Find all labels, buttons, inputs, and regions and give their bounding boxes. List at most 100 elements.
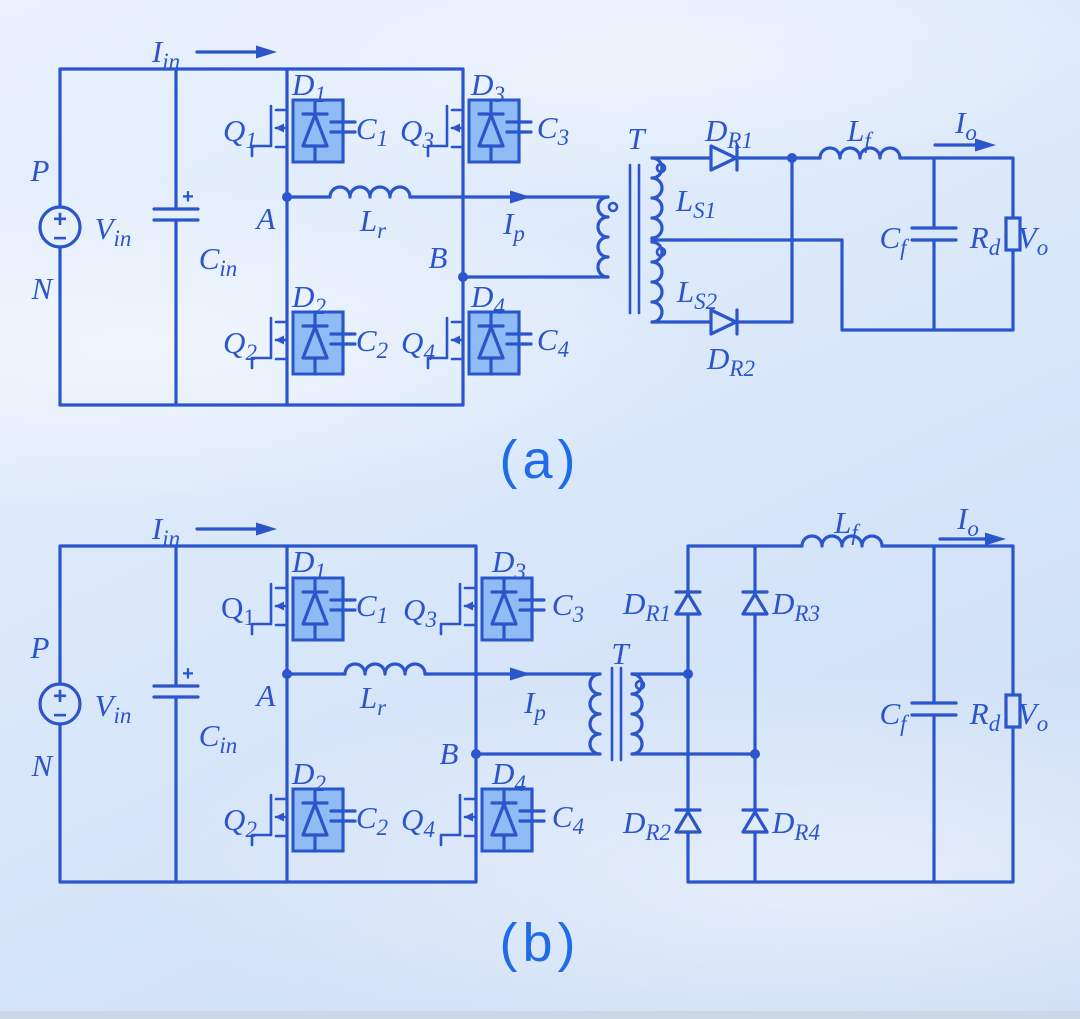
label-iin: Iin — [151, 511, 180, 551]
switch-cell-q2-b — [250, 787, 357, 853]
label-vo: Vo — [1018, 696, 1048, 736]
switch-cell-q3-b — [439, 576, 546, 642]
primary-winding — [596, 195, 610, 279]
label-dr2: DR2 — [622, 805, 671, 845]
label-ls2: LS2 — [676, 274, 717, 314]
resonant-inductor-lr — [343, 662, 427, 676]
voltage-source-a: + − — [38, 205, 82, 252]
label-io: Io — [954, 105, 977, 145]
iin-arrow-icon — [256, 45, 277, 59]
cin-polarity-plus: + — [182, 186, 194, 208]
rectified-node-dot — [787, 153, 797, 163]
label-q4: Q4 — [401, 325, 435, 365]
label-q4: Q4 — [401, 802, 435, 842]
io-arrow-icon — [985, 532, 1006, 546]
rectifier-diode-dr2 — [674, 808, 702, 834]
label-lf: Lf — [846, 113, 874, 153]
label-iin: Iin — [151, 34, 180, 74]
rectifier-diode-dr4 — [741, 808, 769, 834]
node-a-dot — [282, 192, 292, 202]
source-plus-sign: + — [53, 206, 67, 233]
label-q3: Q3 — [403, 592, 437, 632]
diode-triangle — [741, 810, 769, 834]
ip-arrow-icon — [510, 190, 531, 204]
label-q1: Q1 — [221, 590, 255, 630]
transformer-a — [596, 156, 667, 324]
switch-cell-q2-a — [250, 310, 357, 376]
secondary-top-node-dot — [683, 669, 693, 679]
source-minus-sign: − — [53, 702, 67, 729]
label-cin: Cin — [199, 241, 238, 281]
label-c3: C3 — [552, 587, 584, 627]
source-plus-sign: + — [53, 683, 67, 710]
secondary-phase-dot-icon — [634, 679, 646, 691]
diode-triangle — [674, 592, 702, 616]
wiring-a — [58, 50, 1015, 407]
load-resistor-rd — [1004, 216, 1022, 252]
label-d4: D4 — [491, 756, 526, 796]
switch-cell-q4-b — [439, 787, 546, 853]
label-dr1: DR1 — [622, 586, 671, 626]
load-resistor-rd — [1004, 693, 1022, 729]
label-t: T — [627, 121, 647, 156]
label-dr4: DR4 — [771, 805, 820, 845]
switch-cell-q4-a — [426, 310, 533, 376]
transformer-core — [628, 163, 641, 315]
switch-cell-q1-a — [250, 98, 357, 164]
label-rd: Rd — [969, 696, 1001, 736]
label-d3: D3 — [470, 67, 505, 107]
ls1-phase-dot-icon — [655, 162, 667, 174]
source-minus-sign: − — [53, 225, 67, 252]
wiring-b — [58, 527, 1015, 884]
primary-phase-dot-icon — [607, 201, 619, 213]
label-q3: Q3 — [400, 113, 434, 153]
switch-cell-q3-a — [426, 98, 533, 164]
label-c2: C2 — [356, 800, 388, 840]
label-ip: Ip — [502, 206, 525, 246]
filter-inductor-lf — [818, 146, 902, 160]
node-b-dot — [471, 749, 481, 759]
voltage-source-b: + − — [38, 682, 82, 729]
circuit-a: + − + — [30, 34, 1048, 407]
label-ls1: LS1 — [675, 183, 716, 223]
label-c1: C1 — [356, 111, 388, 151]
label-rd: Rd — [969, 220, 1001, 260]
source-circle — [38, 682, 82, 726]
rectifier-diode-dr3 — [741, 590, 769, 616]
label-vin: Vin — [95, 688, 132, 728]
node-a-dot — [282, 669, 292, 679]
io-arrow-icon — [975, 138, 996, 152]
label-node-b: B — [429, 240, 448, 275]
resonant-inductor-lr — [328, 185, 412, 199]
diode-triangle — [709, 144, 738, 172]
label-q1: Q1 — [223, 113, 257, 153]
source-circle — [38, 205, 82, 249]
iin-arrow-icon — [256, 522, 277, 536]
label-n: N — [31, 271, 55, 306]
label-d3: D3 — [491, 544, 526, 584]
label-dr3: DR3 — [771, 586, 820, 626]
label-dr1: DR1 — [704, 113, 753, 153]
label-lf: Lf — [833, 505, 861, 545]
ip-arrow-icon — [510, 667, 531, 681]
label-c4: C4 — [537, 322, 569, 362]
diode-triangle — [674, 810, 702, 834]
label-d2: D2 — [291, 756, 326, 796]
label-c2: C2 — [356, 323, 388, 363]
label-q2: Q2 — [223, 802, 257, 842]
label-t: T — [611, 636, 631, 671]
secondary-winding-ls1 — [650, 156, 664, 240]
label-lr: Lr — [359, 680, 387, 720]
label-node-b: B — [440, 736, 459, 771]
bottom-edge-strip — [0, 1011, 1080, 1019]
transformer-core — [610, 666, 623, 762]
label-p: P — [30, 153, 50, 188]
secondary-bottom-node-dot — [750, 749, 760, 759]
filter-inductor-lf — [800, 534, 884, 548]
secondary-winding-ls2 — [650, 240, 664, 324]
rectifier-diode-dr1 — [709, 144, 739, 172]
label-node-a: A — [255, 201, 277, 236]
label-node-a: A — [255, 678, 277, 713]
label-lr: Lr — [359, 203, 387, 243]
